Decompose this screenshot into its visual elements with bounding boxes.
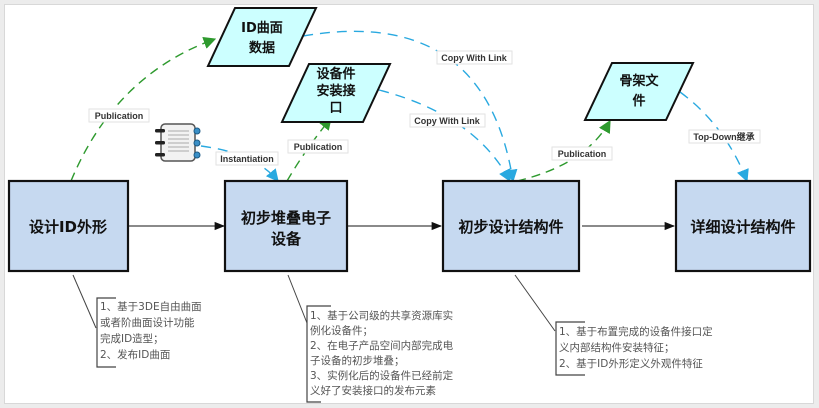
process-flow-diagram: Publication Publication Publication Copy… [7, 7, 812, 403]
svg-text:设备件: 设备件 [316, 66, 355, 82]
svg-text:数据: 数据 [249, 40, 275, 56]
svg-text:Top-Down继承: Top-Down继承 [693, 131, 754, 142]
note-connector-p2 [287, 274, 308, 324]
data-object-skeleton-file[interactable]: 骨架文 件 [583, 62, 695, 121]
process-box-detailed-structural-design[interactable]: 详细设计结构件 [674, 179, 812, 273]
diagram-canvas: Publication Publication Publication Copy… [4, 4, 814, 404]
svg-text:义好了安装接口的发布元素: 义好了安装接口的发布元素 [310, 384, 436, 397]
edge-label-publication-3: Publication [551, 146, 613, 161]
note-connector-p1 [72, 274, 97, 329]
svg-text:Copy With Link: Copy With Link [441, 53, 507, 63]
note-initial-stack-electronics: 1、基于公司级的共享资源库实 例化设备件； 2、在电子产品空间内部完成电 子设备… [306, 305, 454, 403]
svg-text:口: 口 [329, 101, 342, 116]
process-box-initial-structural-design[interactable]: 初步设计结构件 [441, 179, 581, 273]
svg-text:ID曲面: ID曲面 [241, 20, 283, 36]
component-library-icon[interactable] [155, 123, 201, 162]
svg-text:骨架文: 骨架文 [619, 73, 659, 89]
data-object-device-mount-interface[interactable]: 设备件 安装接 口 [280, 63, 392, 123]
copy-link-edge-d2-p3 [378, 89, 511, 183]
svg-text:详细设计结构件: 详细设计结构件 [690, 218, 795, 236]
publication-edge-p1-d1 [70, 36, 217, 182]
edge-label-instantiation: Instantiation [215, 151, 279, 166]
process-box-initial-stack-electronics[interactable]: 初步堆叠电子 设备 [223, 179, 349, 273]
edge-label-copy-with-link-2: Copy With Link [409, 113, 486, 128]
svg-text:Publication: Publication [294, 142, 343, 152]
svg-text:件: 件 [632, 93, 645, 109]
svg-text:1、基于3DE自由曲面: 1、基于3DE自由曲面 [100, 300, 202, 313]
svg-text:1、基于布置完成的设备件接口定: 1、基于布置完成的设备件接口定 [559, 325, 713, 338]
svg-text:子设备的初步堆叠；: 子设备的初步堆叠； [310, 354, 405, 367]
svg-text:2、发布ID曲面: 2、发布ID曲面 [100, 348, 170, 361]
svg-text:完成ID造型；: 完成ID造型； [100, 332, 164, 345]
svg-text:Publication: Publication [95, 111, 144, 121]
svg-text:安装接: 安装接 [316, 83, 355, 99]
svg-text:2、在电子产品空间内部完成电: 2、在电子产品空间内部完成电 [310, 339, 454, 352]
edge-label-publication-2: Publication [287, 139, 349, 154]
svg-text:初步堆叠电子: 初步堆叠电子 [241, 209, 331, 227]
edge-label-top-down: Top-Down继承 [688, 129, 761, 144]
data-object-id-surface[interactable]: ID曲面 数据 [206, 7, 318, 67]
svg-text:Publication: Publication [558, 149, 607, 159]
svg-text:Instantiation: Instantiation [220, 154, 274, 164]
note-connector-p3 [514, 274, 556, 332]
svg-text:义内部结构件安装特征；: 义内部结构件安装特征； [559, 341, 675, 354]
svg-text:1、基于公司级的共享资源库实: 1、基于公司级的共享资源库实 [310, 309, 453, 322]
svg-text:初步设计结构件: 初步设计结构件 [458, 218, 563, 236]
svg-text:3、实例化后的设备件已经前定: 3、实例化后的设备件已经前定 [310, 369, 454, 382]
note-initial-structural-design: 1、基于布置完成的设备件接口定 义内部结构件安装特征； 2、基于ID外形定义外观… [555, 321, 713, 376]
svg-text:2、基于ID外形定义外观件特征: 2、基于ID外形定义外观件特征 [559, 357, 703, 370]
svg-text:或者阶曲面设计功能: 或者阶曲面设计功能 [100, 316, 195, 329]
svg-text:例化设备件；: 例化设备件； [310, 324, 373, 337]
svg-text:设备: 设备 [271, 230, 302, 248]
process-box-design-id-shape[interactable]: 设计ID外形 [7, 179, 130, 273]
svg-text:设计ID外形: 设计ID外形 [29, 218, 107, 236]
svg-text:Copy With Link: Copy With Link [414, 116, 480, 126]
edge-label-copy-with-link-1: Copy With Link [436, 50, 513, 65]
note-design-id-shape: 1、基于3DE自由曲面 或者阶曲面设计功能 完成ID造型； 2、发布ID曲面 [96, 297, 202, 368]
edge-label-publication-1: Publication [88, 108, 150, 123]
